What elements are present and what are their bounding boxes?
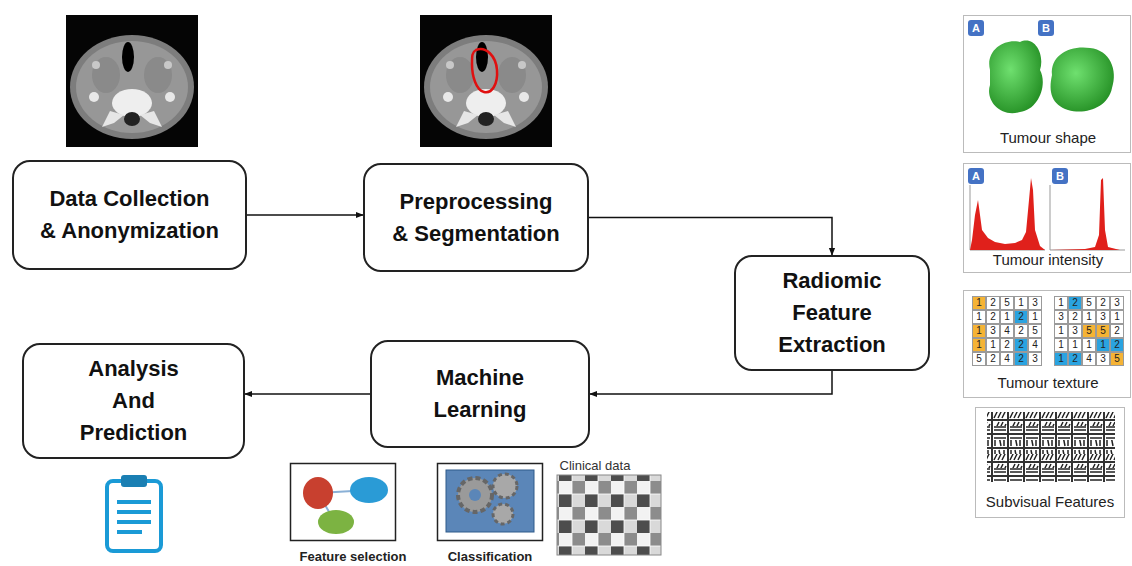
- process-box: Data Collection & Anonymization: [12, 160, 247, 270]
- texture-cell: 4: [1028, 338, 1042, 352]
- texture-cell: 1: [1000, 310, 1014, 324]
- box-label: Data Collection & Anonymization: [27, 183, 232, 247]
- texture-cell: 1: [1096, 338, 1110, 352]
- process-box: Radiomic Feature Extraction: [734, 255, 930, 371]
- texture-cell: 2: [1068, 310, 1082, 324]
- ct-scan: [66, 15, 198, 147]
- icon-caption: Classification: [448, 549, 533, 564]
- texture-cell: 4: [1082, 352, 1096, 366]
- texture-cell: 1: [972, 296, 986, 310]
- panel-caption: Clinical data: [560, 458, 631, 473]
- flow-arrow: [247, 214, 363, 216]
- texture-cell: 2: [986, 310, 1000, 324]
- box-label: Radiomic Feature Extraction: [757, 265, 907, 361]
- panel-frame: [964, 164, 1131, 273]
- panel-caption: Tumour shape: [1000, 129, 1096, 146]
- texture-cell: 1: [972, 324, 986, 338]
- panel-badge: B: [1038, 20, 1054, 36]
- texture-cell: 5: [1096, 324, 1110, 338]
- panel-frame: [964, 16, 1131, 153]
- feature-selection-icon: [291, 464, 396, 541]
- box-label: Analysis And Prediction: [74, 353, 194, 449]
- classification-icon: [438, 464, 543, 541]
- texture-cell: 2: [1014, 352, 1028, 366]
- flow-arrow: [245, 393, 370, 395]
- texture-cell: 2: [1068, 296, 1082, 310]
- texture-cell: 1: [1110, 310, 1124, 324]
- tumour-contour: [472, 49, 497, 92]
- tumour-shape: [1051, 47, 1114, 111]
- texture-cell: 3: [1068, 324, 1082, 338]
- texture-cell: 1: [1014, 296, 1028, 310]
- histogram: [970, 178, 1045, 250]
- subvisual-features: [987, 440, 1115, 454]
- texture-cell: 2: [1014, 310, 1028, 324]
- texture-cell: 2: [1014, 338, 1028, 352]
- texture-cell: 2: [1000, 338, 1014, 352]
- texture-cell: 3: [1054, 310, 1068, 324]
- texture-cell: 3: [1028, 296, 1042, 310]
- texture-cell: 2: [1096, 296, 1110, 310]
- texture-cell: 1: [972, 310, 986, 324]
- texture-cell: 1: [972, 338, 986, 352]
- texture-cell: 5: [1028, 324, 1042, 338]
- panel-badge: A: [968, 168, 984, 184]
- process-box: Preprocessing & Segmentation: [363, 163, 589, 272]
- tumour-shape: [989, 41, 1043, 114]
- panel-badge: B: [1052, 168, 1068, 184]
- texture-cell: 1: [1054, 324, 1068, 338]
- texture-cell: 5: [1082, 324, 1096, 338]
- flow-arrow: [589, 218, 832, 256]
- texture-cell: 1: [1068, 338, 1082, 352]
- clinical-data-grid: [557, 475, 661, 555]
- texture-cell: 1: [1054, 296, 1068, 310]
- panel-badge: A: [968, 20, 984, 36]
- histogram: [1050, 178, 1120, 250]
- subvisual-features: [987, 426, 1115, 440]
- texture-cell: 5: [1082, 296, 1096, 310]
- texture-cell: 4: [1000, 352, 1014, 366]
- texture-cell: 1: [986, 338, 1000, 352]
- panel-caption: Tumour intensity: [993, 251, 1103, 268]
- clipboard-icon: [107, 475, 161, 551]
- icon-caption: Feature selection: [300, 549, 407, 564]
- texture-cell: 1: [1028, 310, 1042, 324]
- texture-cell: 1: [1082, 338, 1096, 352]
- texture-cell: 5: [1000, 296, 1014, 310]
- texture-cell: 3: [1110, 296, 1124, 310]
- texture-cell: 1: [1054, 352, 1068, 366]
- box-label: Machine Learning: [405, 362, 555, 426]
- ct-scan: [420, 15, 552, 147]
- texture-cell: 3: [1096, 310, 1110, 324]
- texture-cell: 2: [1068, 352, 1082, 366]
- panel-frame: [976, 408, 1125, 518]
- texture-cell: 2: [1110, 338, 1124, 352]
- process-box: Machine Learning: [370, 340, 590, 448]
- texture-cell: 2: [1110, 324, 1124, 338]
- texture-cell: 5: [1110, 352, 1124, 366]
- texture-cell: 1: [1054, 338, 1068, 352]
- texture-cell: 4: [1000, 324, 1014, 338]
- texture-cell: 3: [986, 324, 1000, 338]
- texture-cell: 3: [1028, 352, 1042, 366]
- subvisual-features: [987, 412, 1115, 426]
- texture-cell: 3: [1096, 352, 1110, 366]
- subvisual-features: [987, 454, 1115, 468]
- texture-cell: 5: [972, 352, 986, 366]
- process-box: Analysis And Prediction: [22, 343, 245, 459]
- texture-cell: 2: [986, 352, 1000, 366]
- texture-cell: 2: [1014, 324, 1028, 338]
- panel-frame: [964, 291, 1131, 398]
- panel-caption: Tumour texture: [997, 374, 1098, 391]
- texture-cell: 1: [1082, 310, 1096, 324]
- texture-cell: 2: [986, 296, 1000, 310]
- panel-caption: Subvisual Features: [986, 493, 1114, 510]
- flow-arrow: [590, 371, 832, 394]
- box-label: Preprocessing & Segmentation: [378, 186, 574, 250]
- subvisual-features: [987, 468, 1115, 482]
